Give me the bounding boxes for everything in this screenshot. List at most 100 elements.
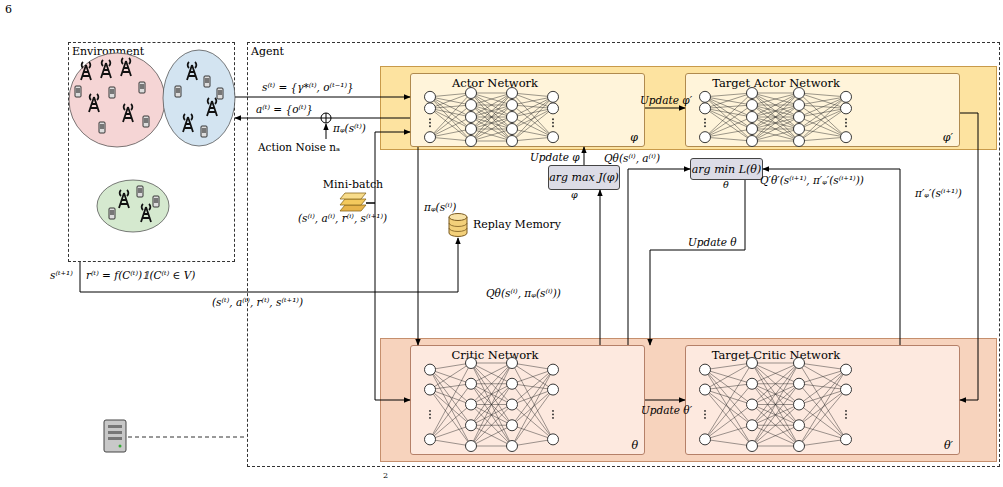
edge-label: (s⁽ⁱ⁾, a⁽ⁱ⁾, r⁽ⁱ⁾, s⁽ⁱ⁺¹⁾) — [298, 211, 387, 225]
phone-symbol — [75, 86, 81, 97]
net-link — [799, 105, 846, 137]
net-link — [512, 363, 553, 370]
net-link — [752, 93, 799, 141]
net-link — [752, 446, 799, 447]
net-link — [471, 405, 512, 447]
net-neuron — [794, 100, 805, 111]
net-link — [752, 405, 799, 426]
parameter-symbol: φ — [630, 131, 638, 144]
net-link — [471, 129, 512, 141]
flow-arrow — [366, 132, 410, 203]
net-link — [705, 93, 752, 108]
net-link — [752, 405, 799, 447]
net-link — [471, 93, 512, 117]
cell-cluster — [69, 53, 165, 147]
net-neuron — [700, 103, 711, 114]
net-link — [430, 370, 471, 405]
flow-arrow — [763, 169, 900, 345]
net-link — [705, 105, 752, 137]
net-link — [752, 93, 799, 94]
net-link — [471, 384, 512, 446]
net-link — [512, 97, 553, 117]
net-link — [705, 370, 752, 446]
net-link — [512, 370, 553, 384]
net-neuron — [548, 434, 559, 445]
net-link — [705, 363, 752, 390]
edge-label: Q′θ′(s⁽ⁱ⁺¹⁾, π′ᵩ′(s⁽ⁱ⁺¹⁾)) — [760, 173, 864, 187]
net-link — [705, 105, 752, 108]
net-link — [799, 363, 846, 390]
net-neuron — [794, 420, 805, 431]
net-neuron — [794, 378, 805, 389]
net-link — [705, 97, 752, 117]
net-link — [752, 93, 799, 117]
net-link — [471, 363, 512, 446]
net-link — [471, 93, 512, 129]
phone-symbol — [99, 122, 105, 133]
edge-label: a⁽ᵗ⁾ = {o⁽ᵗ⁾} — [256, 102, 313, 116]
net-link — [799, 370, 846, 405]
net-link — [471, 93, 512, 141]
net-link — [752, 384, 799, 446]
network-title: Actor Network — [411, 76, 579, 90]
net-neuron — [425, 384, 436, 395]
net-link — [752, 105, 799, 141]
cell-cluster — [163, 50, 235, 146]
flow-arrow — [235, 97, 410, 98]
net-neuron — [466, 378, 477, 389]
net-link — [752, 363, 799, 364]
net-link — [705, 390, 752, 405]
net-link — [471, 93, 512, 105]
optimizer-text: arg max J(φ) — [549, 171, 619, 184]
net-link — [430, 390, 471, 446]
reward-formula: r⁽ᵗ⁾ = f(C⁽ᵗ⁾)𝟙(C⁽ᵗ⁾ ∈ V) — [86, 268, 195, 282]
net-neuron — [841, 384, 852, 395]
net-link — [471, 405, 512, 426]
net-ellipsis — [429, 125, 431, 127]
net-link — [430, 384, 471, 390]
net-link — [471, 117, 512, 141]
policy-output: πᵩ(s⁽ᵗ⁾) — [333, 121, 366, 135]
phone-symbol — [137, 186, 143, 197]
net-link — [752, 117, 799, 141]
net-link — [799, 370, 846, 426]
net-link — [430, 370, 471, 384]
target-actor-box: Target Actor Networkφ′ — [685, 73, 960, 147]
net-link — [512, 363, 553, 439]
net-link — [752, 105, 799, 117]
net-link — [512, 439, 553, 446]
stack-layer — [340, 205, 366, 211]
net-ellipsis — [704, 125, 706, 127]
edge-label: π′ᵩ′(s⁽ⁱ⁺¹⁾) — [915, 186, 962, 200]
net-link — [471, 105, 512, 106]
net-link — [752, 363, 799, 384]
net-neuron — [466, 358, 477, 369]
net-neuron — [747, 420, 758, 431]
net-link — [512, 108, 553, 129]
net-neuron — [425, 91, 436, 102]
net-link — [471, 93, 512, 129]
server-light — [119, 445, 122, 448]
net-link — [430, 370, 471, 426]
net-neuron — [794, 358, 805, 369]
net-link — [471, 405, 512, 426]
target-critic-box: Target Critic Networkθ′ — [685, 345, 960, 455]
sum-junction-cross — [321, 113, 331, 123]
net-link — [430, 97, 471, 105]
net-link — [752, 384, 799, 426]
agent-box: AgentActor NetworkφTarget Actor Networkφ… — [247, 42, 1000, 467]
net-link — [471, 105, 512, 129]
net-link — [705, 439, 752, 446]
net-link — [752, 363, 799, 446]
net-neuron — [700, 384, 711, 395]
net-link — [799, 390, 846, 446]
net-neuron — [466, 441, 477, 452]
flow-arrow — [650, 180, 745, 345]
net-link — [512, 93, 553, 97]
net-link — [705, 108, 752, 117]
server-slot — [108, 431, 122, 434]
flow-arrow — [645, 400, 685, 401]
net-link — [705, 405, 752, 440]
